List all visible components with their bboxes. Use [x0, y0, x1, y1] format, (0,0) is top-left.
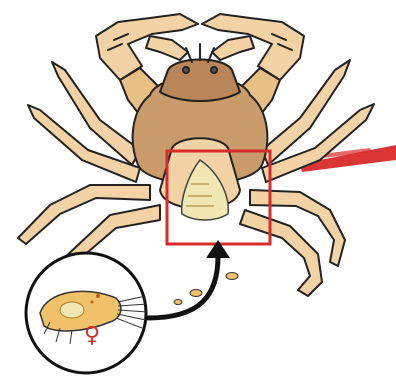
crab-head	[160, 60, 240, 102]
larva-icon	[226, 273, 238, 280]
female-symbol-icon: ♀	[84, 325, 100, 347]
larva-icon	[174, 300, 182, 305]
inset-circle	[26, 253, 148, 373]
curved-arrow-icon	[148, 240, 230, 318]
larva-icon	[190, 290, 202, 297]
